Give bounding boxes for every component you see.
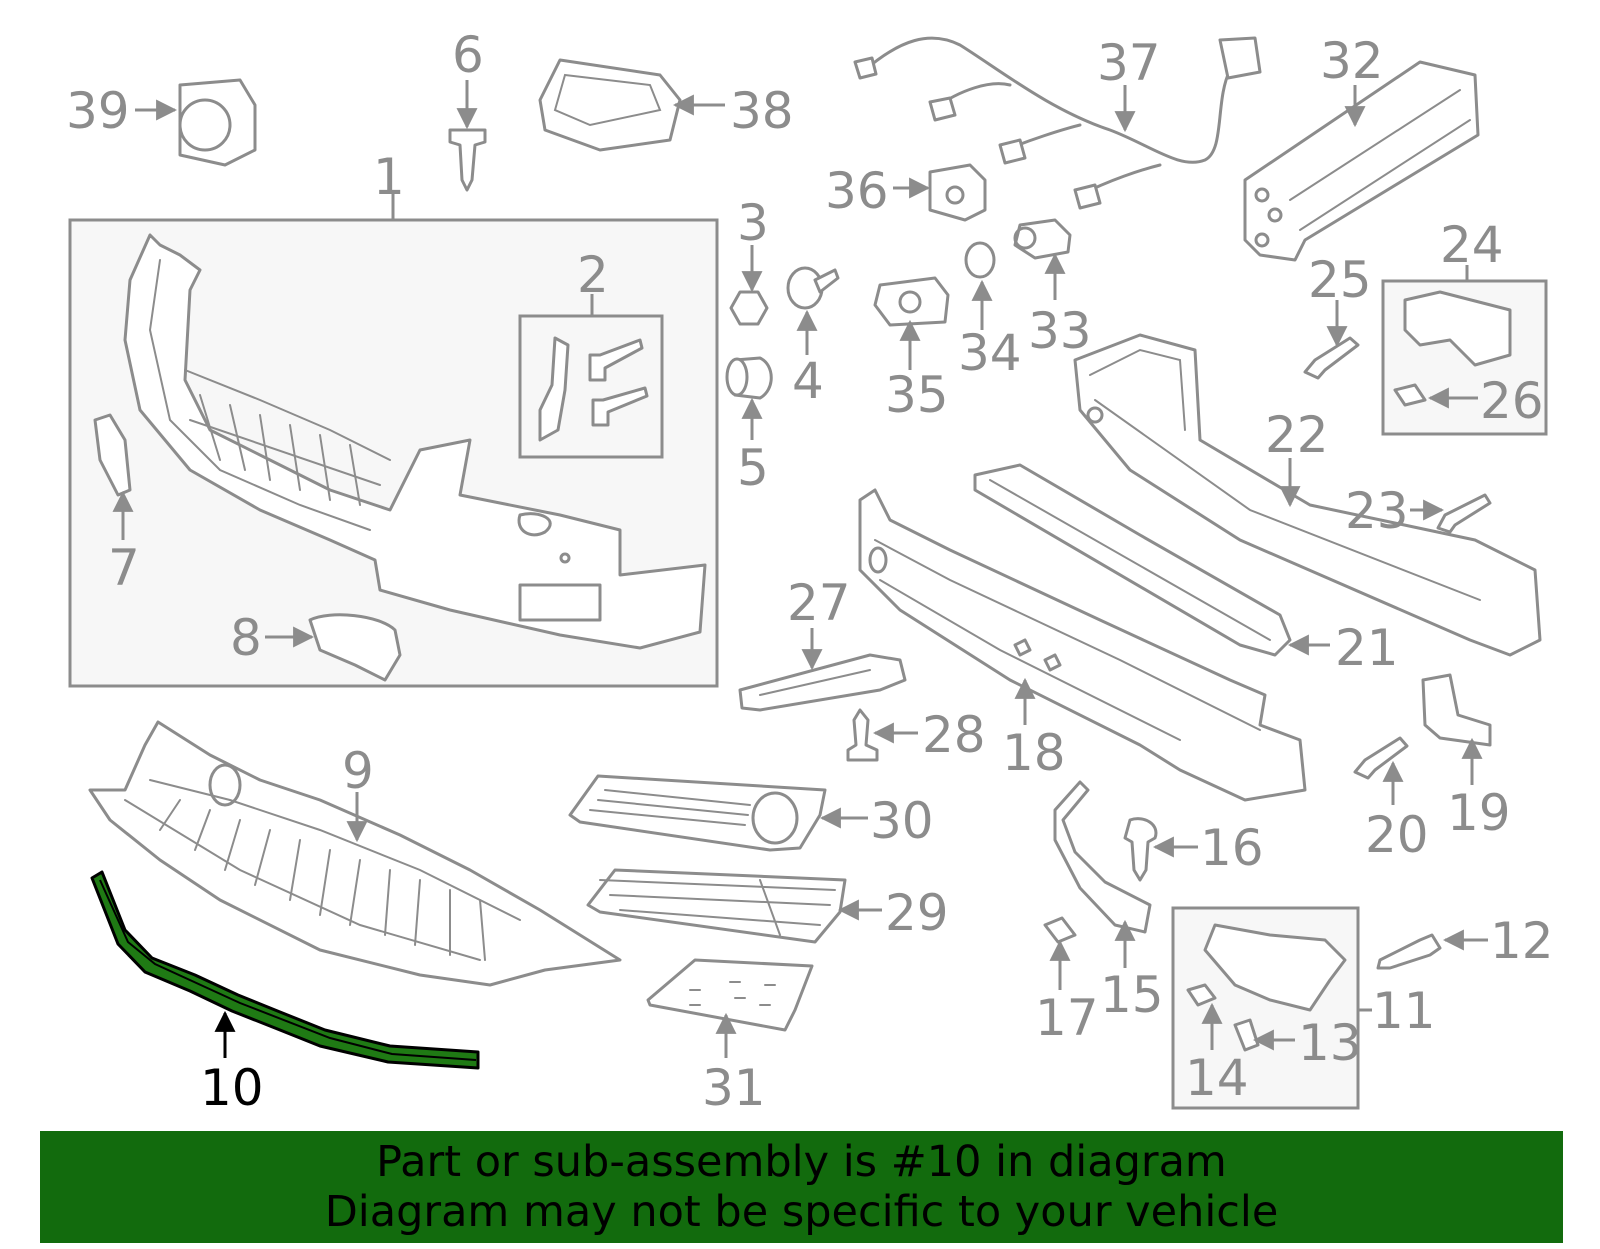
part-3 bbox=[729, 290, 769, 326]
label-36: 36 bbox=[825, 162, 889, 220]
label-4: 4 bbox=[792, 352, 824, 410]
label-25: 25 bbox=[1308, 251, 1372, 309]
part-15 bbox=[1053, 780, 1152, 934]
label-32: 32 bbox=[1320, 32, 1384, 90]
label-21: 21 bbox=[1335, 619, 1399, 677]
part-30-fog-grille bbox=[568, 774, 827, 852]
label-30: 30 bbox=[870, 792, 934, 850]
part-28 bbox=[846, 708, 879, 762]
part-37-harness bbox=[853, 36, 1262, 210]
label-9: 9 bbox=[342, 742, 374, 800]
label-34: 34 bbox=[958, 324, 1022, 382]
part-22-impact-bar bbox=[1073, 333, 1542, 657]
label-12: 12 bbox=[1490, 912, 1554, 970]
label-37: 37 bbox=[1097, 34, 1161, 92]
label-6: 6 bbox=[452, 26, 484, 84]
part-36 bbox=[928, 163, 987, 222]
bracket-kit bbox=[538, 336, 649, 442]
part-14 bbox=[1186, 983, 1217, 1007]
part-29-grille bbox=[586, 868, 847, 944]
part-11 bbox=[1203, 923, 1347, 1012]
part-35 bbox=[873, 276, 950, 327]
part-12 bbox=[1376, 933, 1442, 970]
banner-line-1: Part or sub-assembly is #10 in diagram bbox=[376, 1137, 1227, 1187]
part-27 bbox=[738, 653, 907, 712]
part-19 bbox=[1421, 673, 1492, 747]
part-25 bbox=[1303, 336, 1360, 380]
label-13: 13 bbox=[1298, 1014, 1362, 1072]
label-14: 14 bbox=[1185, 1049, 1249, 1107]
part-10-highlighted-trim bbox=[90, 870, 480, 1070]
part-32-bracket bbox=[1243, 60, 1480, 262]
label-29: 29 bbox=[885, 884, 949, 942]
part-20 bbox=[1353, 736, 1409, 780]
label-18: 18 bbox=[1002, 724, 1066, 782]
part-8 bbox=[308, 613, 402, 682]
label-23: 23 bbox=[1345, 482, 1409, 540]
label-7: 7 bbox=[108, 539, 140, 597]
label-39: 39 bbox=[66, 82, 130, 140]
part-18-absorber bbox=[858, 488, 1307, 802]
label-2: 2 bbox=[577, 246, 609, 304]
label-22: 22 bbox=[1265, 406, 1329, 464]
label-15: 15 bbox=[1100, 966, 1164, 1024]
part-7 bbox=[93, 413, 132, 497]
label-1: 1 bbox=[373, 148, 405, 206]
part-38 bbox=[538, 58, 682, 152]
info-banner: Part or sub-assembly is #10 in diagram D… bbox=[40, 1131, 1563, 1243]
part-24 bbox=[1403, 290, 1512, 367]
label-8: 8 bbox=[230, 609, 262, 667]
part-39 bbox=[178, 78, 257, 167]
label-10: 10 bbox=[200, 1059, 264, 1117]
part-33 bbox=[1013, 218, 1072, 260]
part-31 bbox=[646, 958, 814, 1032]
part-9-lower-grille bbox=[88, 720, 622, 987]
label-35: 35 bbox=[885, 366, 949, 424]
label-27: 27 bbox=[787, 574, 851, 632]
part-34 bbox=[964, 241, 996, 279]
label-11: 11 bbox=[1372, 982, 1436, 1040]
label-20: 20 bbox=[1365, 806, 1429, 864]
label-5: 5 bbox=[737, 439, 769, 497]
part-4 bbox=[786, 266, 840, 310]
part-17 bbox=[1043, 916, 1077, 944]
label-19: 19 bbox=[1447, 784, 1511, 842]
bumper-cover bbox=[123, 233, 707, 650]
label-24: 24 bbox=[1440, 216, 1504, 274]
part-23 bbox=[1436, 493, 1492, 534]
part-16 bbox=[1123, 817, 1158, 882]
label-38: 38 bbox=[730, 82, 794, 140]
label-16: 16 bbox=[1200, 819, 1264, 877]
part-6 bbox=[448, 128, 487, 192]
label-31: 31 bbox=[702, 1059, 766, 1117]
label-28: 28 bbox=[922, 706, 986, 764]
label-3: 3 bbox=[737, 194, 769, 252]
part-5 bbox=[725, 356, 773, 400]
part-26 bbox=[1393, 383, 1427, 407]
label-17: 17 bbox=[1035, 989, 1099, 1047]
label-26: 26 bbox=[1480, 372, 1544, 430]
banner-line-2: Diagram may not be specific to your vehi… bbox=[324, 1187, 1279, 1237]
label-33: 33 bbox=[1028, 302, 1092, 360]
